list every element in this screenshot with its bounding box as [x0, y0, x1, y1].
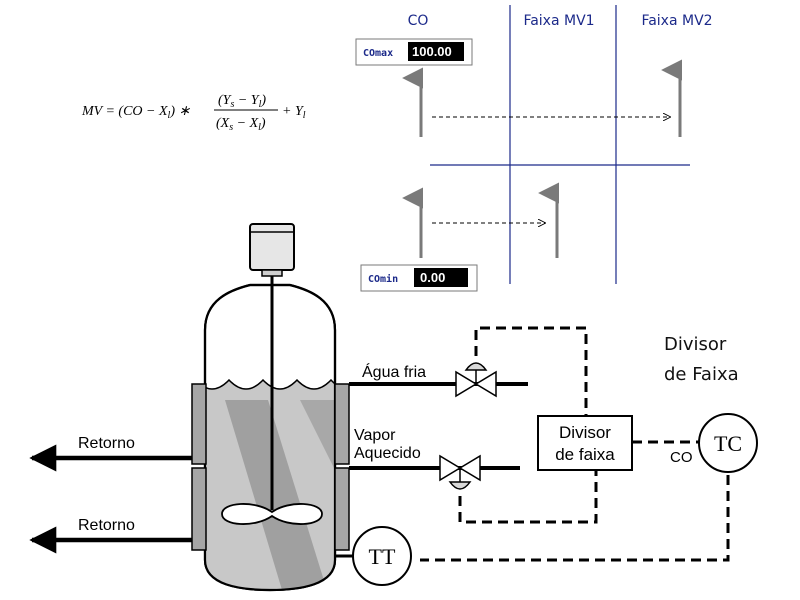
header-co: CO [408, 13, 429, 29]
comin-field[interactable]: COmin 0.00 [360, 264, 478, 292]
cooling-jacket [191, 383, 350, 551]
comax-value: 100.00 [412, 44, 452, 59]
retorno-label-lower: Retorno [78, 517, 135, 534]
formula-lhs: MV = (CO − Xl) ∗ [81, 104, 190, 121]
comax-label: COmax [363, 48, 393, 59]
range-chart: CO Faixa MV1 Faixa MV2 COmax 100.00 COmi… [355, 5, 713, 292]
agua-fria-label: Água fria [362, 362, 426, 381]
process-diagram: Retorno Retorno Água fria Vapor Aquecido [29, 223, 758, 592]
comax-field[interactable]: COmax 100.00 [355, 38, 473, 66]
temperature-transmitter[interactable]: TT [352, 526, 412, 586]
formula-tail: + Yl [282, 104, 306, 121]
tc-label: TC [714, 431, 742, 456]
divisor-title-line2: de Faixa [664, 364, 739, 385]
steam-valve-icon[interactable] [439, 454, 481, 490]
comin-label: COmin [368, 273, 398, 285]
formula-denominator: (Xs − Xl) [216, 116, 266, 133]
split-range-formula: MV = (CO − Xl) ∗ (Ys − Yl) (Xs − Xl) + Y… [81, 93, 306, 133]
divisor-title-line1: Divisor [664, 334, 727, 355]
formula-numerator: (Ys − Yl) [218, 93, 266, 110]
vapor-label-line2: Aquecido [354, 445, 421, 462]
header-mv1: Faixa MV1 [523, 13, 594, 29]
divisor-box-line2: de faixa [555, 445, 615, 464]
tt-label: TT [369, 544, 396, 569]
retorno-label-upper: Retorno [78, 435, 135, 452]
comin-value: 0.00 [420, 270, 445, 285]
agitator-motor-icon [249, 223, 295, 277]
temperature-controller[interactable]: TC [698, 413, 758, 473]
co-signal-label: CO [670, 449, 693, 466]
vapor-label-line1: Vapor [354, 427, 396, 444]
agitator-impeller-icon [221, 276, 323, 525]
divisor-box-line1: Divisor [559, 423, 611, 442]
control-signal-lines [420, 326, 730, 562]
split-range-divider-block[interactable]: Divisor de faixa [537, 415, 633, 471]
cold-water-valve-icon[interactable] [455, 362, 497, 398]
header-mv2: Faixa MV2 [641, 13, 712, 29]
